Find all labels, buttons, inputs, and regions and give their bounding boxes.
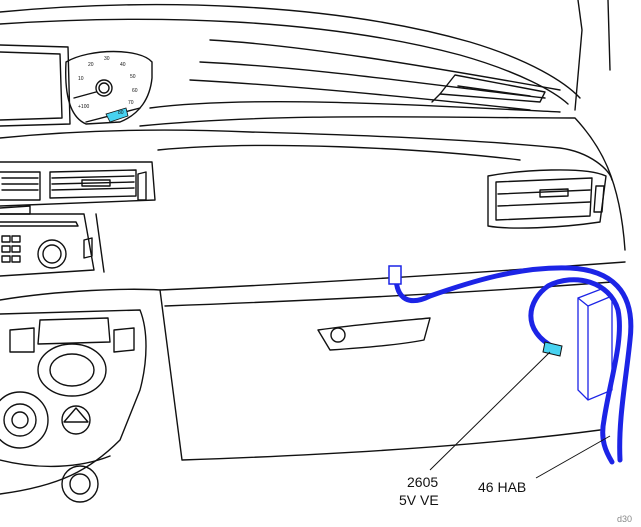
gauge-tick: 30 xyxy=(104,56,110,62)
radio-unit xyxy=(0,213,105,277)
connector-desc-label: 5V VE xyxy=(399,492,439,508)
instrument-cluster xyxy=(64,50,153,125)
harness-code-label: 46 HAB xyxy=(478,479,527,495)
gauge-tick: 40 xyxy=(120,62,126,68)
connector-2605 xyxy=(542,341,563,357)
defrost-vent xyxy=(431,74,546,103)
gauge-tick: 60 xyxy=(132,88,138,94)
gauge-tick: 10 xyxy=(78,76,84,82)
center-air-vents xyxy=(0,161,156,215)
gauge-tick: +100 xyxy=(78,104,89,110)
gauge-tick: 20 xyxy=(88,62,94,68)
wiring-harness xyxy=(393,265,634,465)
gauge-tick: 70 xyxy=(128,100,134,106)
center-console xyxy=(0,309,147,503)
display-screen xyxy=(0,44,71,127)
figure-tag: d30 xyxy=(617,514,633,524)
relay-box xyxy=(577,287,613,401)
gauge-highlight xyxy=(105,107,129,123)
leader-lines xyxy=(429,351,611,479)
connector-code-label: 2605 xyxy=(407,474,439,490)
gauge-tick: 50 xyxy=(130,74,136,80)
gauge-tick: 80 xyxy=(118,110,124,116)
gauge-tick-labels: 10 20 30 40 50 60 70 80 +100 xyxy=(78,56,138,116)
connector-top xyxy=(388,265,402,285)
windscreen-edge xyxy=(0,0,611,111)
dashboard-top xyxy=(0,39,626,251)
glovebox xyxy=(0,261,626,461)
right-air-vent xyxy=(487,169,607,229)
